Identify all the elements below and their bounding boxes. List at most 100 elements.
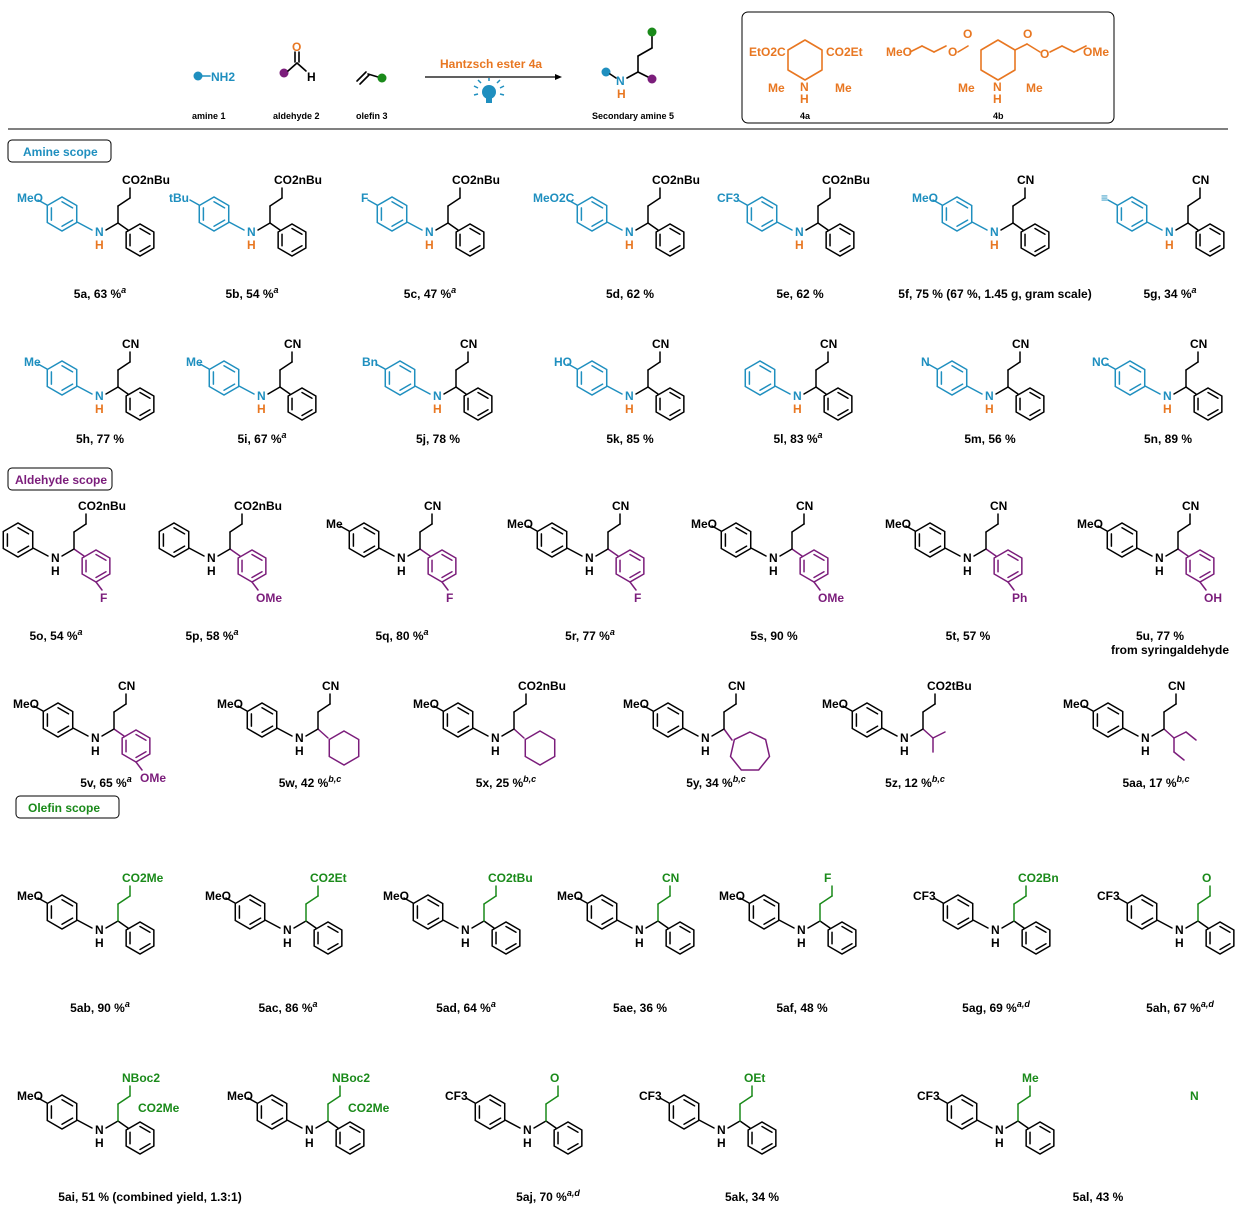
compound-caption: 5ab, 90 %a <box>70 999 130 1015</box>
caption-text: 5m, 56 % <box>964 432 1016 446</box>
chain-terminus: CN <box>1168 679 1185 693</box>
caption-footnote: a,d <box>567 1188 581 1198</box>
amine-n: N <box>1165 225 1174 239</box>
amine-n: N <box>991 923 1000 937</box>
para-substituent: HO <box>554 355 572 369</box>
amine-n: N <box>305 1123 314 1137</box>
caption-footnote: a <box>313 999 318 1009</box>
caption-footnote: a <box>451 285 456 295</box>
amine-h: H <box>461 936 470 950</box>
amine-n: N <box>91 731 100 745</box>
ester-4b-right: OMe <box>1083 45 1109 59</box>
header-olefin: olefin 3 <box>356 71 388 121</box>
amine-h: H <box>295 744 304 758</box>
caption-footnote: a <box>78 627 83 637</box>
caption-text: 5aj, 70 % <box>516 1190 567 1204</box>
section-olefin-scope: Olefin scope <box>15 795 120 819</box>
aldehyde-substituent: Ph <box>1012 591 1027 605</box>
caption-footnote: a <box>1192 285 1197 295</box>
para-substituent: MeO <box>822 697 848 711</box>
ester-4a-right: CO2Et <box>826 45 863 59</box>
ester-4a-h: H <box>800 92 809 106</box>
amine-n: N <box>523 1123 532 1137</box>
compound-caption: 5g, 34 %a <box>1143 285 1196 301</box>
amine-n: N <box>257 389 266 403</box>
product-h: H <box>617 87 626 101</box>
chain-terminus: NBoc2 <box>332 1071 370 1085</box>
para-substituent: MeO <box>885 517 911 531</box>
caption-text: 5af, 48 % <box>776 1001 828 1015</box>
compound-caption: 5f, 75 % (67 %, 1.45 g, gram scale) <box>898 287 1091 301</box>
ester-4b-label: 4b <box>993 111 1004 121</box>
para-substituent: CF3 <box>445 1089 468 1103</box>
amine-h: H <box>717 1136 726 1150</box>
compound-caption: 5r, 77 %a <box>565 627 615 643</box>
amine-n: N <box>995 1123 1004 1137</box>
chain-ester: CO2Me <box>138 1101 180 1115</box>
compound-caption: 5h, 77 % <box>76 432 124 446</box>
chain-terminus: CN <box>1017 173 1034 187</box>
compound-caption: 5aa, 17 %b,c <box>1122 774 1189 790</box>
amine-h: H <box>1155 564 1164 578</box>
amine-n: N <box>51 551 60 565</box>
para-substituent: MeO <box>623 697 649 711</box>
para-substituent: MeO <box>912 191 938 205</box>
aldehyde-substituent: F <box>100 591 107 605</box>
compound-caption: 5d, 62 % <box>606 287 654 301</box>
amine-n: N <box>1141 731 1150 745</box>
amine-h: H <box>795 238 804 252</box>
caption-footnote: a <box>274 285 279 295</box>
para-substituent: MeO <box>17 1089 43 1103</box>
amine-dot <box>193 71 203 81</box>
amine-n: N <box>985 389 994 403</box>
chain-terminus: CN <box>118 679 135 693</box>
compound-caption: 5t, 57 % <box>946 629 991 643</box>
amine-h: H <box>1165 238 1174 252</box>
compound-caption: 5s, 90 % <box>750 629 798 643</box>
compound-caption: 5j, 78 % <box>416 432 460 446</box>
amine-h: H <box>769 564 778 578</box>
compound-caption: 5ai, 51 % (combined yield, 1.3:1) <box>58 1190 241 1204</box>
amine-n: N <box>247 225 256 239</box>
compound-caption: 5al, 43 % <box>1073 1190 1124 1204</box>
amine-h: H <box>635 936 644 950</box>
para-substituent: NC <box>1092 355 1110 369</box>
ester-4a-left: EtO2C <box>749 45 786 59</box>
compound-caption: 5l, 83 %a <box>773 430 822 446</box>
olefin-dot <box>377 73 387 83</box>
caption-text: 5ai, 51 % (combined yield, 1.3:1) <box>58 1190 241 1204</box>
caption-text: 5q, 80 % <box>375 629 423 643</box>
amine-h: H <box>425 238 434 252</box>
compound-caption: 5ak, 34 % <box>725 1190 779 1204</box>
amine-h: H <box>991 936 1000 950</box>
amine-h: H <box>247 238 256 252</box>
amine-n: N <box>491 731 500 745</box>
amine-n: N <box>95 1123 104 1137</box>
caption-text: 5p, 58 % <box>185 629 233 643</box>
amine-n: N <box>95 923 104 937</box>
chain-terminus: CO2nBu <box>234 499 282 513</box>
caption-footnote: a <box>282 430 287 440</box>
caption-text: 5ac, 86 % <box>258 1001 312 1015</box>
para-substituent: MeO <box>205 889 231 903</box>
amine-n: N <box>795 225 804 239</box>
amine-n: N <box>461 923 470 937</box>
caption-text: 5ak, 34 % <box>725 1190 779 1204</box>
caption-text: 5d, 62 % <box>606 287 654 301</box>
caption-text: 5ae, 36 % <box>613 1001 667 1015</box>
amine-h: H <box>1175 936 1184 950</box>
chain-terminus: CN <box>1190 337 1207 351</box>
